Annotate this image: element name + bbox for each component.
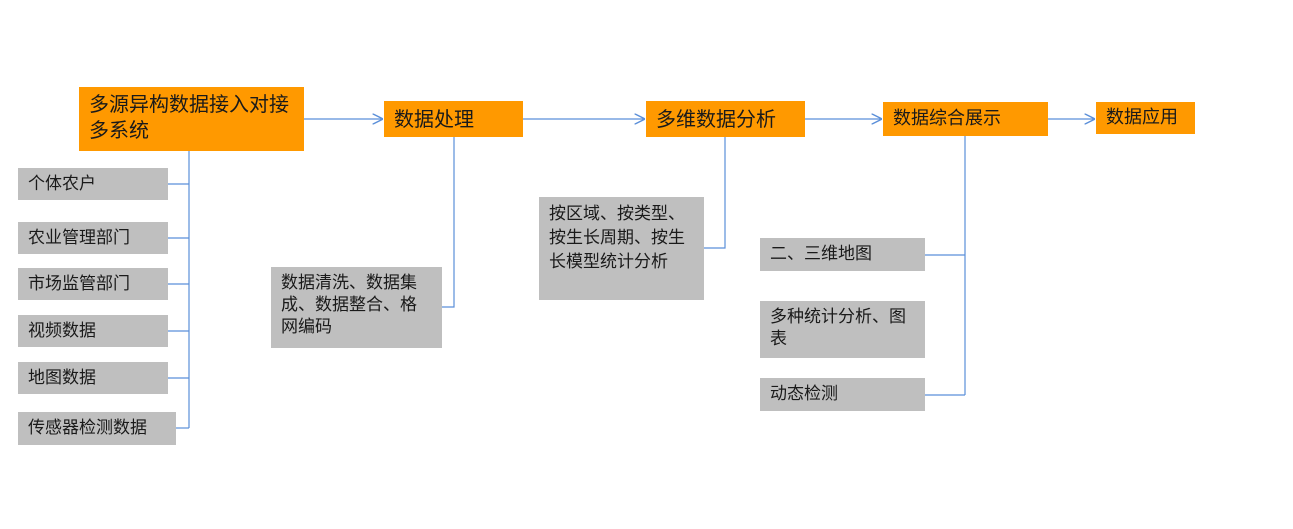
stage-analysis: 多维数据分析 [646,101,805,137]
stage-ingest: 多源异构数据接入对接多系统 [79,87,304,151]
source-item: 市场监管部门 [18,268,168,300]
display-item: 动态检测 [760,378,925,411]
stage-display: 数据综合展示 [883,102,1048,136]
source-item: 地图数据 [18,362,168,394]
analysis-detail: 按区域、按类型、按生长周期、按生长模型统计分析 [539,197,704,300]
analysis-connector [704,137,726,249]
source-item: 农业管理部门 [18,222,168,254]
process-connector [442,137,455,308]
display-item: 二、三维地图 [760,238,925,271]
stage-process: 数据处理 [384,101,523,137]
source-item: 传感器检测数据 [18,412,176,445]
stage-apply: 数据应用 [1096,102,1195,134]
processing-detail: 数据清洗、数据集成、数据整合、格网编码 [271,267,442,348]
source-item: 个体农户 [18,168,168,200]
display-item: 多种统计分析、图表 [760,301,925,358]
source-item: 视频数据 [18,315,168,347]
